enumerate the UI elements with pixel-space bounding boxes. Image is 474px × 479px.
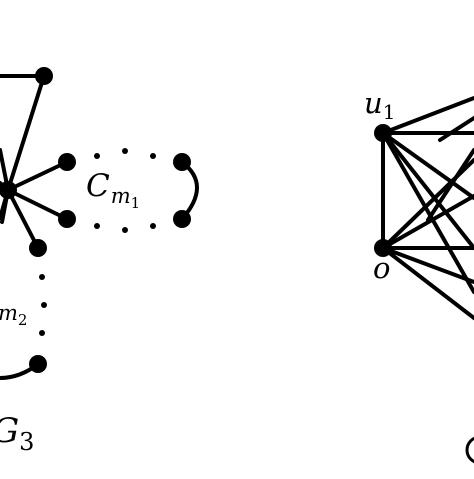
- edge-cross-a: [426, 148, 474, 222]
- edge-cross-b: [438, 116, 474, 142]
- cycle2-label-partial: m2: [0, 301, 27, 329]
- edge-hub-to-cycle2-top: [6, 188, 40, 250]
- vertex-hub: [0, 181, 17, 199]
- vertex-u1: [374, 124, 392, 142]
- edge-o-down-2: [381, 246, 474, 320]
- edge-hub-to-cycle1-top: [6, 160, 69, 192]
- vertex-o: [374, 239, 392, 257]
- left-graph: Cm1 m2 G3: [0, 67, 199, 456]
- vertex-top: [35, 67, 53, 85]
- edge-top-to-hub: [6, 74, 46, 192]
- edge-o-cross-2: [381, 194, 474, 250]
- vertex-cycle1-top-left: [58, 153, 76, 171]
- edge-hub-to-cycle1-bottom: [6, 188, 69, 221]
- edge-u1-cross-2: [381, 131, 474, 250]
- cycle1-label: Cm1: [86, 168, 140, 212]
- cycle1-dotted-top: [94, 148, 156, 159]
- cycle2-dotted-path: [39, 274, 47, 336]
- graph-label-g3: G3: [0, 411, 34, 456]
- vertex-cycle1-bottom-left: [58, 210, 76, 228]
- edge-u1-cross-3: [381, 131, 474, 294]
- vertex-cycle1-bottom-right: [173, 210, 191, 228]
- vertex-u1-label: u1: [364, 86, 395, 124]
- right-graph: u1 o: [364, 86, 474, 464]
- vertex-cycle1-top-right: [173, 153, 191, 171]
- vertex-cycle2-top: [29, 239, 47, 257]
- edge-u1-cross-1: [381, 131, 474, 200]
- cycle1-dotted-bottom: [94, 223, 156, 233]
- cropped-label-fragment: [465, 436, 474, 464]
- edge-u1-top-right: [381, 96, 474, 135]
- edge-o-down-1: [381, 246, 474, 284]
- vertex-o-label: o: [373, 251, 390, 285]
- vertex-cycle2-bottom: [29, 355, 47, 373]
